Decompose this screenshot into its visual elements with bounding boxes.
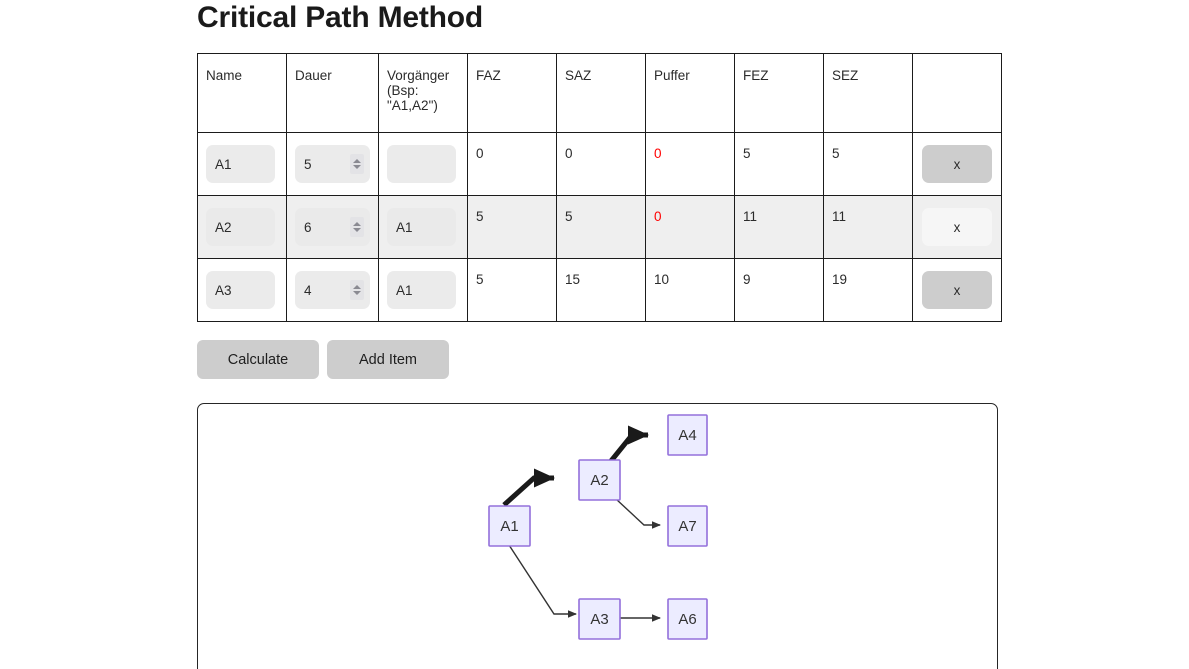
graph-node-a6-label: A6	[678, 611, 696, 628]
graph-node-a7[interactable]: A7	[667, 505, 708, 547]
graph-node-a3-label: A3	[590, 611, 608, 628]
cell-puffer: 10	[645, 258, 735, 322]
table-row: 5 5 0 11 11 x	[197, 195, 1002, 259]
cell-actions: x	[912, 132, 1002, 196]
table-header-row: Name Dauer Vorgänger (Bsp: "A1,A2") FAZ …	[197, 53, 1002, 133]
name-input[interactable]	[206, 208, 275, 246]
cell-dauer	[286, 195, 379, 259]
cell-puffer: 0	[645, 132, 735, 196]
saz-value: 0	[565, 146, 573, 161]
sez-value: 5	[832, 146, 840, 161]
column-header-faz: FAZ	[467, 53, 557, 133]
cell-vorgaenger	[378, 258, 468, 322]
graph-node-a3[interactable]: A3	[578, 598, 621, 640]
vorgaenger-line-3: "A1,A2")	[387, 98, 438, 113]
cell-faz: 5	[467, 258, 557, 322]
sez-value: 11	[832, 209, 847, 224]
column-header-saz: SAZ	[556, 53, 646, 133]
cell-fez: 9	[734, 258, 824, 322]
graph-node-a6[interactable]: A6	[667, 598, 708, 640]
cell-vorgaenger	[378, 132, 468, 196]
add-item-button[interactable]: Add Item	[327, 340, 449, 379]
delete-row-button[interactable]: x	[922, 271, 992, 309]
sez-value: 19	[832, 272, 848, 287]
graph-node-a4-label: A4	[678, 427, 696, 444]
edge-a1-a2	[502, 468, 555, 507]
dauer-stepper[interactable]	[295, 208, 370, 246]
vorgaenger-line-2: (Bsp:	[387, 83, 419, 98]
dauer-stepper[interactable]	[295, 145, 370, 183]
spinner-icon[interactable]	[350, 280, 364, 300]
name-input[interactable]	[206, 271, 275, 309]
vorgaenger-input[interactable]	[387, 145, 456, 183]
cell-saz: 5	[556, 195, 646, 259]
cell-saz: 0	[556, 132, 646, 196]
column-header-sez: SEZ	[823, 53, 913, 133]
cell-sez: 11	[823, 195, 913, 259]
vorgaenger-line-1: Vorgänger	[387, 68, 450, 83]
edge-a1-a3	[508, 544, 577, 618]
column-header-puffer: Puffer	[645, 53, 735, 133]
graph-node-a1-label: A1	[500, 518, 518, 535]
cell-sez: 5	[823, 132, 913, 196]
delete-row-button[interactable]: x	[922, 145, 992, 183]
action-button-bar: Calculate Add Item	[197, 340, 449, 379]
table-body: 0 0 0 5 5 x	[197, 132, 1002, 322]
table-row: 0 0 0 5 5 x	[197, 132, 1002, 196]
name-input[interactable]	[206, 145, 275, 183]
cell-name	[197, 195, 287, 259]
puffer-value: 10	[654, 272, 670, 287]
table-row: 5 15 10 9 19 x	[197, 258, 1002, 322]
fez-value: 11	[743, 209, 758, 224]
saz-value: 15	[565, 272, 581, 287]
fez-value: 5	[743, 146, 751, 161]
edge-a2-a7	[615, 498, 661, 529]
cell-saz: 15	[556, 258, 646, 322]
cell-name	[197, 258, 287, 322]
column-header-actions	[912, 53, 1002, 133]
cell-faz: 0	[467, 132, 557, 196]
puffer-value: 0	[654, 146, 662, 161]
vorgaenger-input[interactable]	[387, 271, 456, 309]
graph-node-a2[interactable]: A2	[578, 459, 621, 501]
graph-node-a7-label: A7	[678, 518, 696, 535]
cell-actions: x	[912, 258, 1002, 322]
cell-actions: x	[912, 195, 1002, 259]
network-diagram-svg: A1 A2 A3 A4 A6 A7	[488, 414, 708, 640]
saz-value: 5	[565, 209, 573, 224]
column-header-fez: FEZ	[734, 53, 824, 133]
cpm-table: Name Dauer Vorgänger (Bsp: "A1,A2") FAZ …	[197, 53, 1002, 322]
cell-vorgaenger	[378, 195, 468, 259]
faz-value: 5	[476, 209, 484, 224]
graph-node-a2-label: A2	[590, 472, 608, 489]
column-header-name: Name	[197, 53, 287, 133]
puffer-value: 0	[654, 209, 662, 224]
spinner-icon[interactable]	[350, 217, 364, 237]
network-diagram-panel: A1 A2 A3 A4 A6 A7	[197, 403, 998, 669]
cell-name	[197, 132, 287, 196]
table-header: Name Dauer Vorgänger (Bsp: "A1,A2") FAZ …	[197, 53, 1002, 133]
calculate-button[interactable]: Calculate	[197, 340, 319, 379]
cell-dauer	[286, 258, 379, 322]
column-header-vorgaenger: Vorgänger (Bsp: "A1,A2")	[378, 53, 468, 133]
vorgaenger-input[interactable]	[387, 208, 456, 246]
graph-node-a1[interactable]: A1	[488, 505, 531, 547]
cell-fez: 5	[734, 132, 824, 196]
dauer-stepper[interactable]	[295, 271, 370, 309]
cell-faz: 5	[467, 195, 557, 259]
edge-a2-a4	[609, 425, 649, 463]
cell-fez: 11	[734, 195, 824, 259]
cell-dauer	[286, 132, 379, 196]
graph-node-a4[interactable]: A4	[667, 414, 708, 456]
cell-puffer: 0	[645, 195, 735, 259]
faz-value: 5	[476, 272, 484, 287]
delete-row-button[interactable]: x	[922, 208, 992, 246]
column-header-dauer: Dauer	[286, 53, 379, 133]
cell-sez: 19	[823, 258, 913, 322]
faz-value: 0	[476, 146, 484, 161]
page-title: Critical Path Method	[197, 1, 484, 34]
fez-value: 9	[743, 272, 751, 287]
spinner-icon[interactable]	[350, 154, 364, 174]
